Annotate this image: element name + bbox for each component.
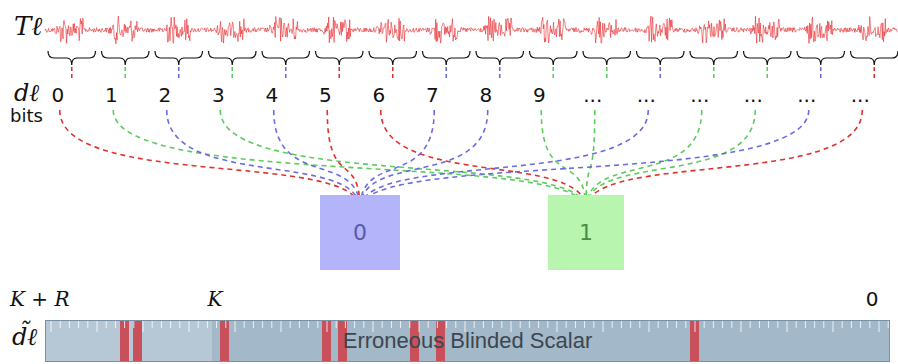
bit-position: 0 bbox=[866, 288, 879, 310]
bit-index: 9 bbox=[533, 84, 546, 106]
bit-index: 7 bbox=[426, 84, 439, 106]
ellipsis: ... bbox=[583, 84, 602, 106]
segment-brace bbox=[690, 51, 738, 65]
bit-lead bbox=[820, 67, 822, 79]
error-bit bbox=[133, 320, 142, 362]
ellipsis: ... bbox=[744, 84, 763, 106]
segment-brace bbox=[476, 51, 524, 65]
bit-lead bbox=[552, 67, 554, 79]
segment-brace bbox=[583, 51, 631, 65]
ellipsis: ... bbox=[690, 84, 709, 106]
segment-brace bbox=[262, 51, 310, 65]
bits-symbol: dℓ bbox=[14, 80, 39, 106]
bit-index: 8 bbox=[479, 84, 492, 106]
ellipsis: ... bbox=[637, 84, 656, 106]
bit-value: 0 bbox=[353, 220, 367, 245]
segment-brace bbox=[155, 51, 203, 65]
bit-position: K + R bbox=[10, 288, 69, 310]
error-bit bbox=[690, 320, 699, 362]
axis-label: bits bbox=[10, 106, 43, 126]
scalar-symbol: d̃ℓ bbox=[12, 324, 37, 350]
bit-assignment-line bbox=[586, 110, 862, 209]
bit-lead bbox=[499, 67, 501, 79]
bit-lead bbox=[285, 67, 287, 79]
bit-lead bbox=[71, 67, 73, 79]
bit-lead bbox=[873, 67, 875, 79]
segment-brace bbox=[102, 51, 150, 65]
error-bit bbox=[220, 320, 229, 362]
trace-symbol: Tℓ bbox=[14, 12, 42, 41]
bit-assignment-line bbox=[220, 110, 586, 209]
bit-index: 2 bbox=[158, 84, 171, 106]
bit-index: 4 bbox=[265, 84, 278, 106]
segment-brace bbox=[369, 51, 417, 65]
scalar-bar: Erroneous Blinded Scalar bbox=[45, 320, 890, 362]
segment-brace bbox=[744, 51, 792, 65]
bit-lead bbox=[606, 67, 608, 79]
error-bit bbox=[322, 320, 331, 362]
bit-lead bbox=[231, 67, 233, 79]
segment-brace bbox=[423, 51, 471, 65]
segment-brace bbox=[48, 51, 96, 65]
bit-lead bbox=[766, 67, 768, 79]
bit-lead bbox=[445, 67, 447, 79]
bit-lead bbox=[338, 67, 340, 79]
bit-lead bbox=[178, 67, 180, 79]
segment-brace bbox=[797, 51, 845, 65]
segment-brace bbox=[316, 51, 364, 65]
segment-brace bbox=[530, 51, 578, 65]
bit-index: 3 bbox=[212, 84, 225, 106]
ellipsis: ... bbox=[797, 84, 816, 106]
power-trace bbox=[45, 16, 898, 44]
bit-index: 0 bbox=[51, 84, 64, 106]
bit-value: 1 bbox=[579, 220, 593, 245]
bit-lead bbox=[713, 67, 715, 79]
segment-brace bbox=[637, 51, 685, 65]
bit-lead bbox=[659, 67, 661, 79]
segment-brace bbox=[851, 51, 898, 65]
bit-assignment-line bbox=[60, 110, 360, 209]
bit-lead bbox=[124, 67, 126, 79]
bar-label: Erroneous Blinded Scalar bbox=[343, 328, 592, 354]
ellipsis: ... bbox=[851, 84, 870, 106]
bit-position: K bbox=[208, 288, 223, 310]
bit-index: 1 bbox=[105, 84, 118, 106]
bit-index: 5 bbox=[319, 84, 332, 106]
bit-index: 6 bbox=[372, 84, 385, 106]
bit-lead bbox=[392, 67, 394, 79]
bit-one-box: 1 bbox=[548, 195, 624, 270]
segment-brace bbox=[209, 51, 257, 65]
error-bit bbox=[120, 320, 129, 362]
bit-zero-box: 0 bbox=[320, 195, 400, 270]
